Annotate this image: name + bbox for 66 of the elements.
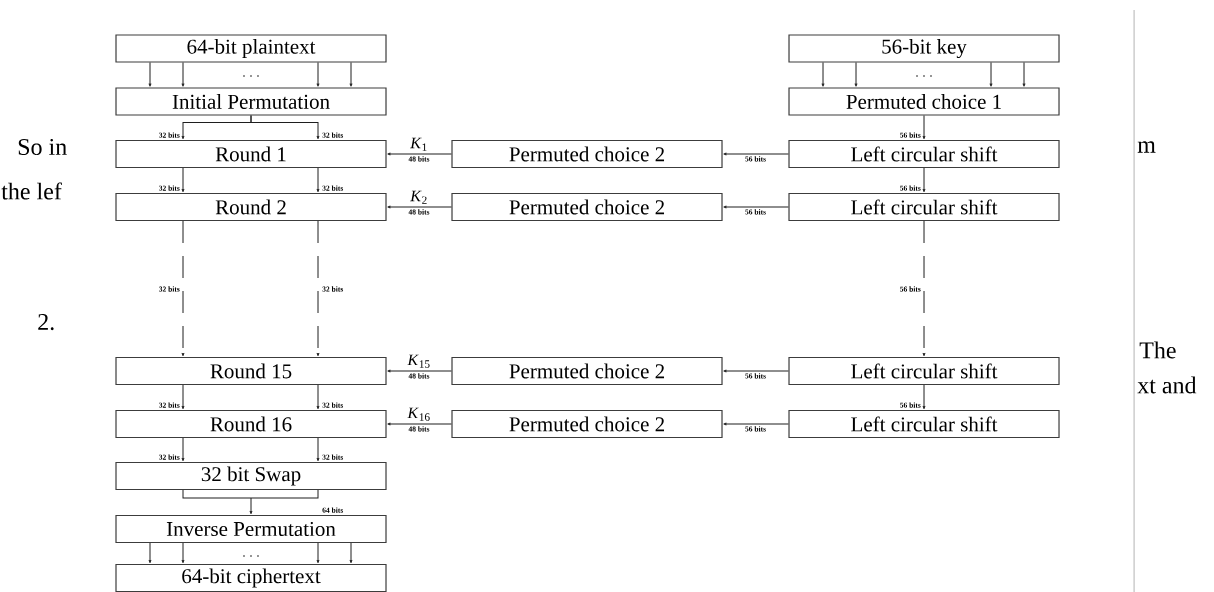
arrow (316, 384, 320, 410)
process-box: Permuted choice 1 (788, 87, 1060, 116)
arrow (316, 167, 320, 193)
process-box: 56-bit key (788, 34, 1060, 63)
process-box: Left circular shift (788, 139, 1060, 169)
arrow (148, 542, 152, 564)
arrow (349, 542, 353, 564)
process-box: 64-bit ciphertext (115, 563, 387, 592)
arrow (181, 62, 185, 87)
arrow (723, 152, 789, 156)
process-box: Inverse Permutation (115, 514, 387, 544)
text-label: So in (18, 138, 67, 156)
process-box: 32 bit Swap (115, 461, 387, 491)
arrow (181, 437, 185, 462)
text-label: . . . (916, 75, 932, 77)
process-box: Left circular shift (788, 192, 1060, 222)
arrow (181, 220, 185, 357)
text-label: K$_{15}$ (407, 354, 430, 368)
process-box: Permuted choice 2 (451, 192, 723, 222)
arrow (387, 422, 452, 426)
text-label: The (1139, 341, 1176, 359)
arrow (854, 62, 858, 87)
arrow (922, 167, 926, 193)
arrow (387, 205, 452, 209)
arrow (387, 152, 452, 156)
arrow (148, 62, 152, 87)
arrow (723, 369, 789, 373)
process-box: Round 1 (115, 139, 387, 169)
process-box: Round 15 (115, 356, 387, 386)
arrow (181, 384, 185, 410)
process-box: Permuted choice 2 (451, 356, 723, 386)
process-box: Round 2 (115, 192, 387, 222)
process-box: 64-bit plaintext (115, 34, 387, 63)
arrow (316, 542, 320, 564)
arrow (349, 62, 353, 87)
text-label: K$_{16}$ (407, 407, 430, 421)
arrow (316, 220, 320, 357)
arrow (922, 384, 926, 410)
arrow (723, 422, 789, 426)
process-box: Left circular shift (788, 409, 1060, 439)
arrow (922, 220, 926, 357)
arrow (316, 437, 320, 462)
process-box: Initial Permutation (115, 87, 387, 116)
arrow (181, 542, 185, 564)
text-label: . . . (243, 75, 259, 77)
process-box: Permuted choice 2 (451, 139, 723, 169)
arrow (1022, 62, 1026, 87)
arrow (316, 62, 320, 87)
text-label: the lef (1, 182, 62, 200)
text-label: K$_{2}$ (410, 190, 427, 204)
arrow (182, 489, 319, 515)
arrow (821, 62, 825, 87)
process-box: Round 16 (115, 409, 387, 439)
arrow (181, 167, 185, 193)
arrow (250, 115, 320, 140)
arrow (989, 62, 993, 87)
text-label: m (1137, 141, 1156, 153)
process-box: Left circular shift (788, 356, 1060, 386)
text-label: 2. (38, 313, 54, 331)
arrow (387, 369, 452, 373)
arrow (922, 115, 926, 140)
text-label: xt and (1137, 376, 1197, 394)
text-label: K$_{1}$ (410, 137, 427, 151)
text-label: . . . (243, 555, 259, 557)
arrow (723, 205, 789, 209)
process-box: Permuted choice 2 (451, 409, 723, 439)
